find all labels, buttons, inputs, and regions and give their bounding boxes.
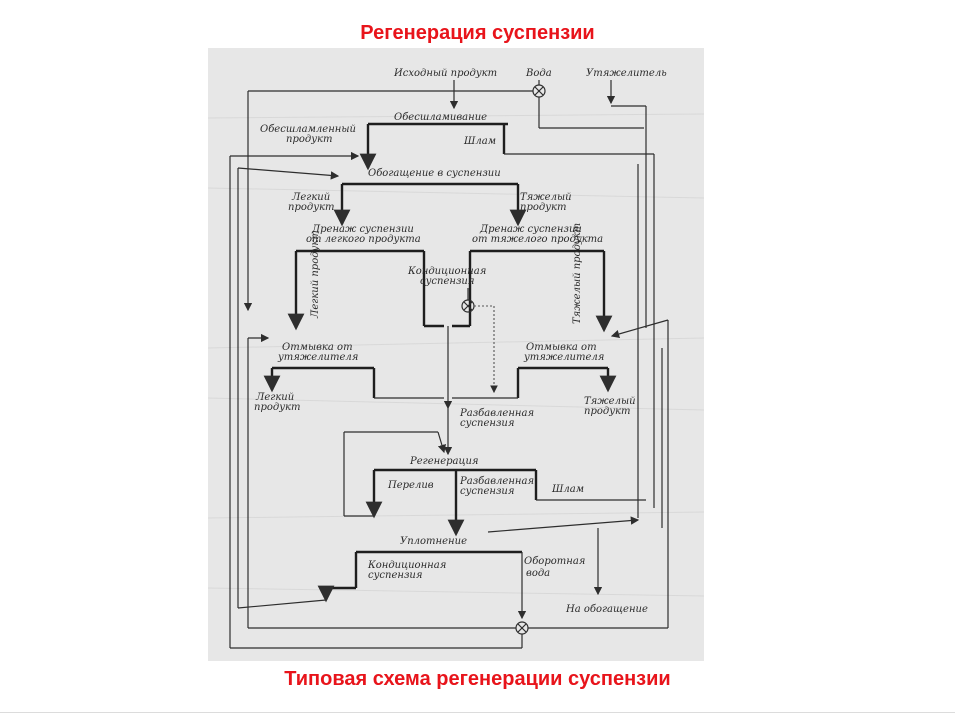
label-regeneration: Регенерация xyxy=(409,456,479,467)
label-slime-bottom: Шлам xyxy=(551,484,584,495)
label-wash-light-1: Отмывка от xyxy=(282,342,353,353)
label-light-out-1: Легкий xyxy=(255,392,294,403)
label-enrichment: Обогащение в суспензии xyxy=(368,168,501,179)
label-conditioned-b-1: Кондиционная xyxy=(367,560,446,571)
label-to-enrichment: На обогащение xyxy=(565,604,648,615)
label-recycled-1: Оборотная xyxy=(524,556,585,567)
label-conditioned-1: Кондиционная xyxy=(407,266,486,277)
label-weighting: Утяжелитель xyxy=(586,68,667,79)
label-drain-heavy-1: Дренаж суспензии xyxy=(479,224,582,235)
label-diluted-1: Разбавленная xyxy=(459,408,534,419)
slide-title: Регенерация суспензии xyxy=(360,22,595,44)
label-deslimed-2: продукт xyxy=(286,134,332,145)
label-heavy-out-2: продукт xyxy=(584,406,630,417)
label-source: Исходный продукт xyxy=(393,68,497,79)
label-light-out-2: продукт xyxy=(254,402,300,413)
label-light-1b: продукт xyxy=(288,202,334,213)
label-thickening: Уплотнение xyxy=(400,536,467,547)
label-heavy-out-1: Тяжелый xyxy=(584,396,636,407)
diagram-caption: Типовая схема регенерации суспензии xyxy=(284,668,671,690)
label-drain-light-2: от легкого продукта xyxy=(306,234,421,245)
label-light-vertical: Легкий продукт xyxy=(310,230,321,319)
label-heavy-vertical: Тяжелый продукт xyxy=(572,223,583,324)
label-recycled-2: вода xyxy=(526,568,550,579)
label-light-1a: Легкий xyxy=(291,192,330,203)
label-heavy-1a: Тяжелый xyxy=(520,192,572,203)
label-overflow: Перелив xyxy=(387,480,434,491)
label-desliming: Обесшламивание xyxy=(394,112,487,123)
label-wash-light-2: утяжелителя xyxy=(277,352,358,363)
bottom-divider xyxy=(0,712,955,713)
label-deslimed-1: Обесшламленный xyxy=(260,124,356,135)
label-conditioned-2: суспензия xyxy=(420,276,474,287)
label-slime-top: Шлам xyxy=(463,136,496,147)
label-diluted-b-2: суспензия xyxy=(460,486,514,497)
label-diluted-2: суспензия xyxy=(460,418,514,429)
label-wash-heavy-2: утяжелителя xyxy=(523,352,604,363)
label-conditioned-b-2: суспензия xyxy=(368,570,422,581)
label-drain-heavy-2: от тяжелого продукта xyxy=(472,234,603,245)
flow-diagram: Исходный продукт Вода Утяжелитель Обесшл… xyxy=(208,48,704,661)
label-diluted-b-1: Разбавленная xyxy=(459,476,534,487)
label-wash-heavy-1: Отмывка от xyxy=(526,342,597,353)
label-water: Вода xyxy=(525,68,552,79)
label-heavy-1b: продукт xyxy=(520,202,566,213)
label-drain-light-1: Дренаж суспензии xyxy=(311,224,414,235)
